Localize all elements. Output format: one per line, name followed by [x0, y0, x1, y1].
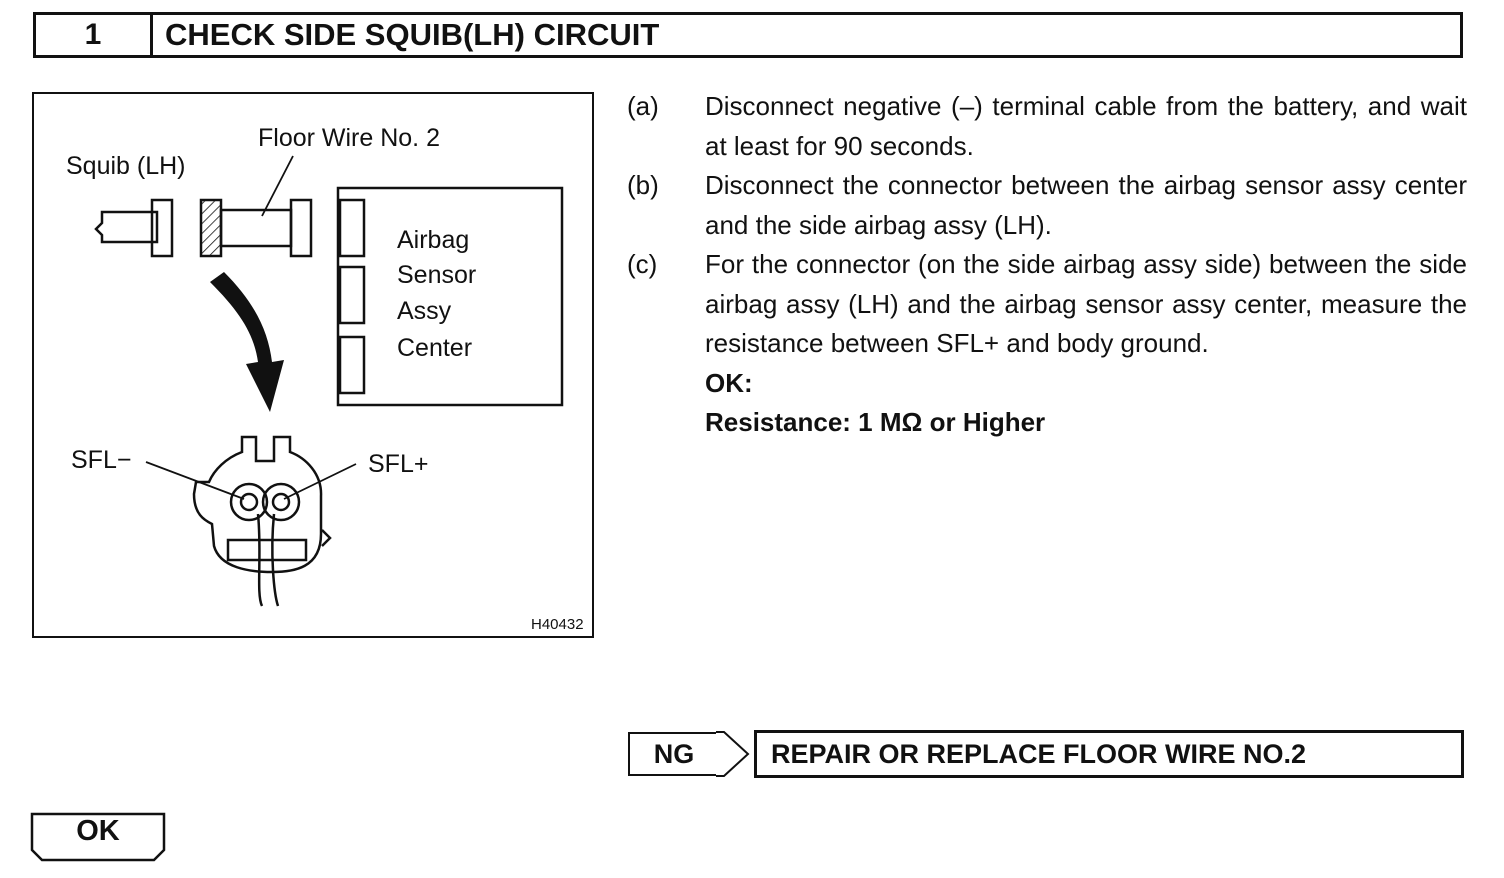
step-letter: (a) — [627, 91, 659, 121]
floor-wire-shape — [219, 208, 293, 248]
step-text: Disconnect the connector between the air… — [705, 170, 1467, 240]
floor-wire-connector-shape — [289, 198, 313, 258]
arrow-shape — [210, 272, 284, 412]
hatched-connector-shape — [199, 198, 223, 258]
connector-face-inner-shape — [226, 538, 308, 562]
squib-label: Squib (LH) — [66, 152, 186, 180]
spec-ok-label: OK: — [705, 367, 753, 398]
floor-wire-leader — [261, 155, 294, 217]
ng-label: NG — [628, 732, 718, 776]
connector-illustration: Squib (LH) Floor Wire No. 2 Airbag Senso… — [32, 92, 594, 638]
step-c: (c) For the connector (on the side airba… — [627, 245, 1467, 364]
ng-action-box: REPAIR OR REPLACE FLOOR WIRE NO.2 — [754, 730, 1464, 778]
sfl-minus-leader — [145, 461, 245, 500]
squib-connector-shape — [150, 198, 174, 258]
connector-face-shape — [192, 435, 323, 574]
airbag-sensor-box-shape — [336, 186, 564, 407]
airbag-label-line-1: Airbag — [397, 226, 470, 254]
connector-diagram-svg — [94, 155, 564, 607]
procedure-steps: (a) Disconnect negative (–) terminal cab… — [627, 87, 1467, 443]
airbag-sensor-slot-2 — [338, 265, 366, 325]
ok-result: OK — [30, 812, 166, 862]
airbag-label-line-2: Sensor — [397, 261, 477, 289]
airbag-label-line-3: Assy — [397, 297, 452, 325]
figure-code: H40432 — [531, 616, 584, 633]
step-header: 1 CHECK SIDE SQUIB(LH) CIRCUIT — [33, 12, 1463, 58]
step-letter: (c) — [627, 249, 658, 279]
step-text: Disconnect negative (–) terminal cable f… — [705, 91, 1467, 161]
sfl-minus-terminal — [229, 482, 269, 522]
sfl-plus-terminal — [261, 482, 301, 522]
step-text: For the connector (on the side airbag as… — [705, 249, 1467, 358]
airbag-sensor-slot-3 — [338, 335, 366, 395]
ng-arrow-icon — [716, 731, 750, 777]
sfl-plus-label: SFL+ — [368, 450, 429, 478]
step-title: CHECK SIDE SQUIB(LH) CIRCUIT — [165, 17, 660, 52]
ok-tab-shape — [30, 812, 166, 862]
airbag-label-line-4: Center — [397, 334, 473, 362]
airbag-sensor-slot-1 — [338, 198, 366, 258]
squib-plug-shape — [94, 210, 159, 244]
floor-wire-label: Floor Wire No. 2 — [258, 124, 440, 152]
step-letter: (b) — [627, 170, 659, 200]
step-a: (a) Disconnect negative (–) terminal cab… — [627, 87, 1467, 166]
step-b: (b) Disconnect the connector between the… — [627, 166, 1467, 245]
step-number: 1 — [36, 15, 153, 55]
spec-resistance: Resistance: 1 MΩ or Higher — [705, 407, 1046, 437]
ok-label: OK — [76, 815, 120, 847]
sfl-plus-leader — [283, 463, 357, 500]
sfl-minus-label: SFL− — [71, 446, 132, 474]
wire-harness-shape — [256, 513, 280, 607]
